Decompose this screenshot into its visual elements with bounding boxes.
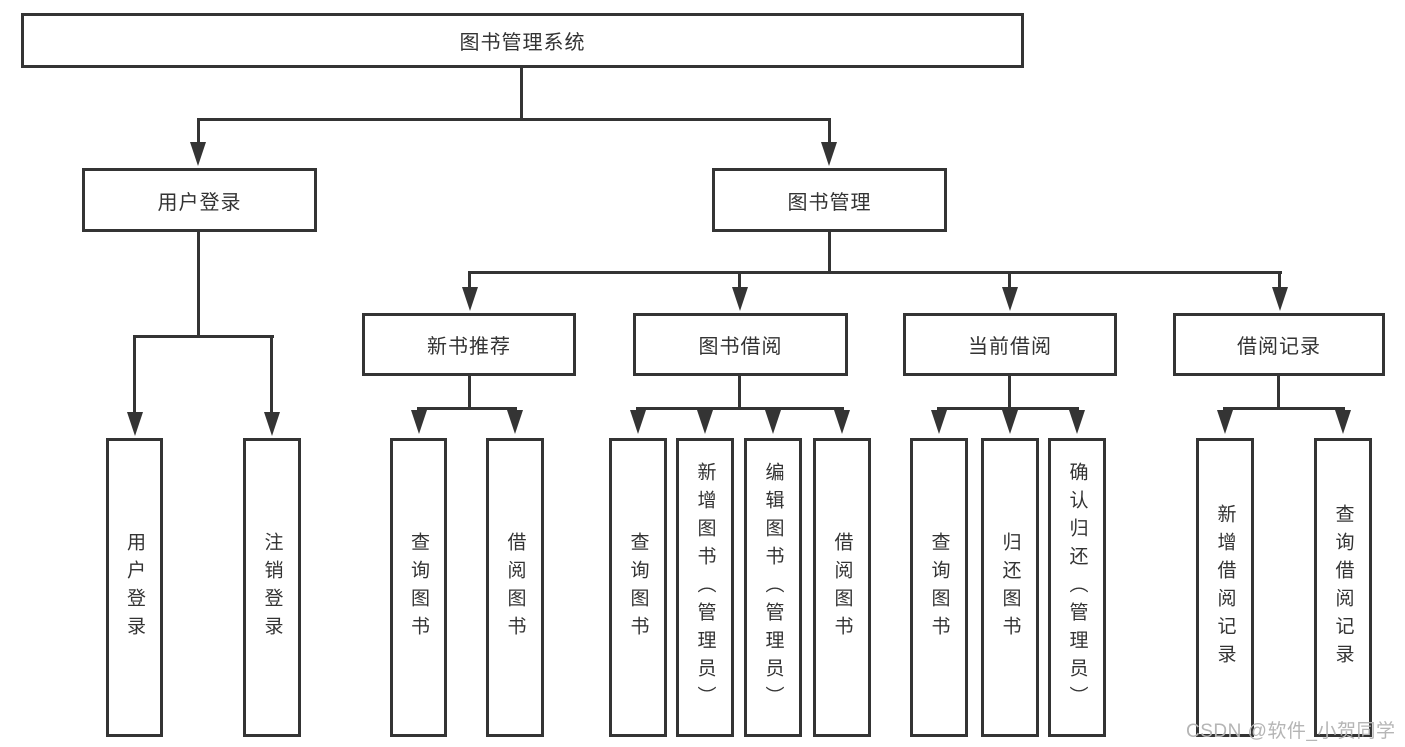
leaf-label: 新增图书（管理员）: [694, 461, 716, 714]
connector-stub: [270, 335, 273, 413]
arrow-down-icon: [127, 412, 143, 436]
node-book-mgmt-label: 图书管理: [787, 191, 872, 214]
leaf-label: 用户登录: [124, 531, 145, 644]
leaf-return-book: 归还图书: [981, 438, 1039, 737]
connector-new-book-rail: [417, 407, 517, 410]
arrow-down-icon: [931, 410, 947, 434]
connector-book-borrow-rail: [636, 407, 844, 410]
connector-stub: [738, 271, 741, 289]
watermark-text: CSDN @软件_小贺同学: [1186, 721, 1396, 742]
arrow-down-icon: [264, 412, 280, 436]
arrow-down-icon: [1272, 287, 1288, 311]
leaf-confirm-return-admin: 确认归还（管理员）: [1048, 438, 1106, 737]
node-book-mgmt: 图书管理: [712, 168, 947, 232]
node-book-borrow: 图书借阅: [633, 313, 848, 376]
leaf-newbook-borrow-book: 借阅图书: [486, 438, 544, 737]
leaf-label: 确认归还（管理员）: [1066, 461, 1088, 714]
connector-current-borrow-stem: [1008, 376, 1011, 410]
connector-stub: [197, 118, 200, 146]
arrow-down-icon: [1335, 410, 1351, 434]
leaf-add-book-admin: 新增图书（管理员）: [676, 438, 734, 737]
arrow-down-icon: [462, 287, 478, 311]
leaf-edit-book-admin: 编辑图书（管理员）: [744, 438, 802, 737]
leaf-current-query-book: 查询图书: [910, 438, 968, 737]
connector-stub: [1008, 271, 1011, 289]
arrow-down-icon: [507, 410, 523, 434]
connector-stub: [468, 271, 471, 289]
arrow-down-icon: [732, 287, 748, 311]
connector-root-rail: [197, 118, 831, 121]
arrow-down-icon: [190, 142, 206, 166]
node-root: 图书管理系统: [21, 13, 1024, 68]
connector-root-stem: [520, 68, 523, 120]
arrow-down-icon: [411, 410, 427, 434]
arrow-down-icon: [1217, 410, 1233, 434]
leaf-label: 查询图书: [408, 531, 429, 644]
node-current-borrow: 当前借阅: [903, 313, 1117, 376]
node-user-login-label: 用户登录: [157, 191, 242, 214]
connector-book-mgmt-stem: [828, 232, 831, 274]
leaf-add-borrow-record: 新增借阅记录: [1196, 438, 1254, 737]
arrow-down-icon: [834, 410, 850, 434]
arrow-down-icon: [697, 410, 713, 434]
leaf-label: 查询图书: [627, 531, 649, 644]
leaf-borrow-borrow-book: 借阅图书: [813, 438, 871, 737]
connector-user-login-stem: [197, 232, 200, 338]
node-new-book: 新书推荐: [362, 313, 576, 376]
node-current-borrow-label: 当前借阅: [968, 336, 1052, 358]
node-new-book-label: 新书推荐: [427, 336, 511, 358]
leaf-user-login: 用户登录: [106, 438, 163, 737]
leaf-borrow-query-book: 查询图书: [609, 438, 667, 737]
arrow-down-icon: [1002, 410, 1018, 434]
leaf-label: 注销登录: [261, 531, 283, 644]
leaf-label: 查询图书: [928, 531, 950, 644]
node-borrow-record-label: 借阅记录: [1237, 336, 1321, 358]
connector-book-borrow-stem: [738, 376, 741, 410]
leaf-label: 借阅图书: [831, 531, 853, 644]
leaf-label: 查询借阅记录: [1332, 503, 1354, 672]
leaf-query-borrow-record: 查询借阅记录: [1314, 438, 1372, 737]
node-user-login: 用户登录: [82, 168, 317, 232]
connector-stub: [1278, 271, 1281, 289]
connector-borrow-record-rail: [1223, 407, 1345, 410]
arrow-down-icon: [765, 410, 781, 434]
connector-stub: [133, 335, 136, 413]
leaf-newbook-query-book: 查询图书: [390, 438, 447, 737]
leaf-label: 新增借阅记录: [1214, 503, 1236, 672]
leaf-label: 借阅图书: [504, 531, 526, 644]
connector-stub: [828, 118, 831, 146]
node-book-borrow-label: 图书借阅: [698, 336, 783, 358]
connector-book-mgmt-rail: [468, 271, 1282, 274]
node-root-label: 图书管理系统: [459, 32, 586, 54]
leaf-label: 编辑图书（管理员）: [762, 461, 784, 714]
node-borrow-record: 借阅记录: [1173, 313, 1385, 376]
connector-borrow-record-stem: [1277, 376, 1280, 410]
arrow-down-icon: [630, 410, 646, 434]
connector-current-borrow-rail: [937, 407, 1079, 410]
arrow-down-icon: [821, 142, 837, 166]
arrow-down-icon: [1069, 410, 1085, 434]
leaf-label: 归还图书: [999, 531, 1021, 644]
leaf-logout: 注销登录: [243, 438, 301, 737]
connector-user-login-rail: [133, 335, 274, 338]
arrow-down-icon: [1002, 287, 1018, 311]
connector-new-book-stem: [468, 376, 471, 410]
